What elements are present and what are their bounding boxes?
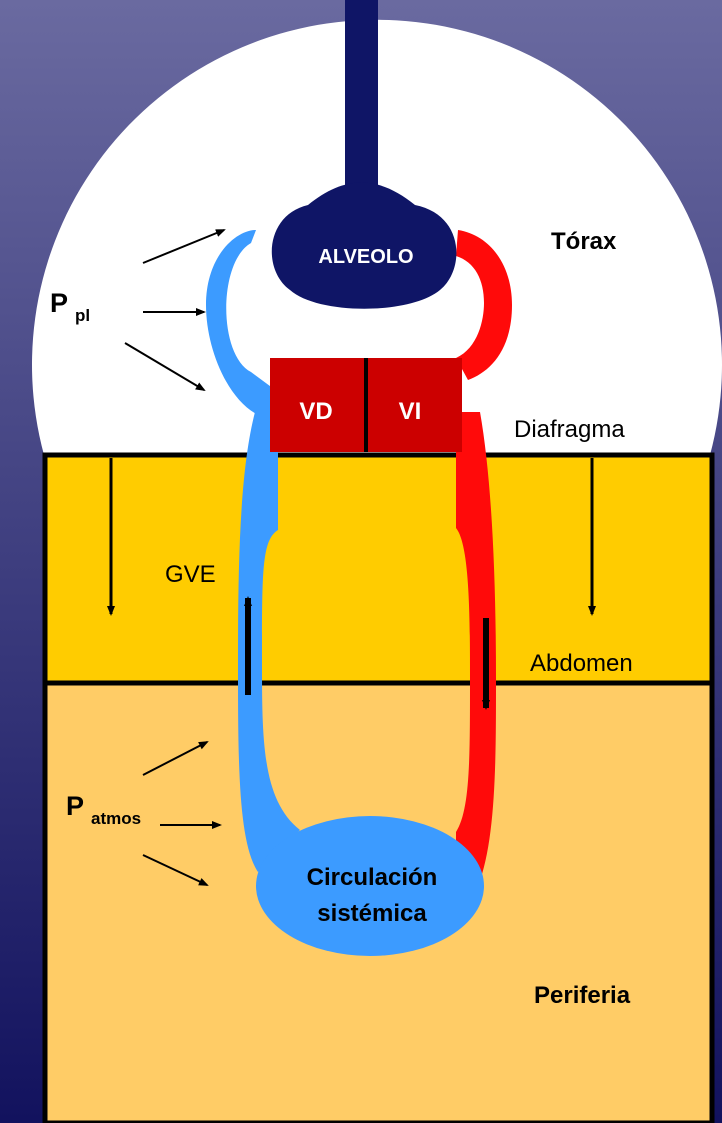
vi-label: VI [399,398,422,425]
alveolo-label: ALVEOLO [318,246,413,268]
periferia-label: Periferia [534,982,631,1009]
gve-label: GVE [165,561,216,588]
abdomen-label: Abdomen [530,650,633,677]
patmos-label-main: P [66,791,84,821]
circulacion-label-line2: sistémica [317,900,427,927]
torax-label: Tórax [551,228,617,255]
ppl-label-sub: pl [75,306,90,325]
patmos-label-sub: atmos [91,809,141,828]
diafragma-label: Diafragma [514,416,625,443]
abdomen-region [45,455,712,683]
vd-label: VD [299,398,332,425]
airway [345,0,378,200]
ppl-label-main: P [50,288,68,318]
circulacion-label-line1: Circulación [307,864,438,891]
